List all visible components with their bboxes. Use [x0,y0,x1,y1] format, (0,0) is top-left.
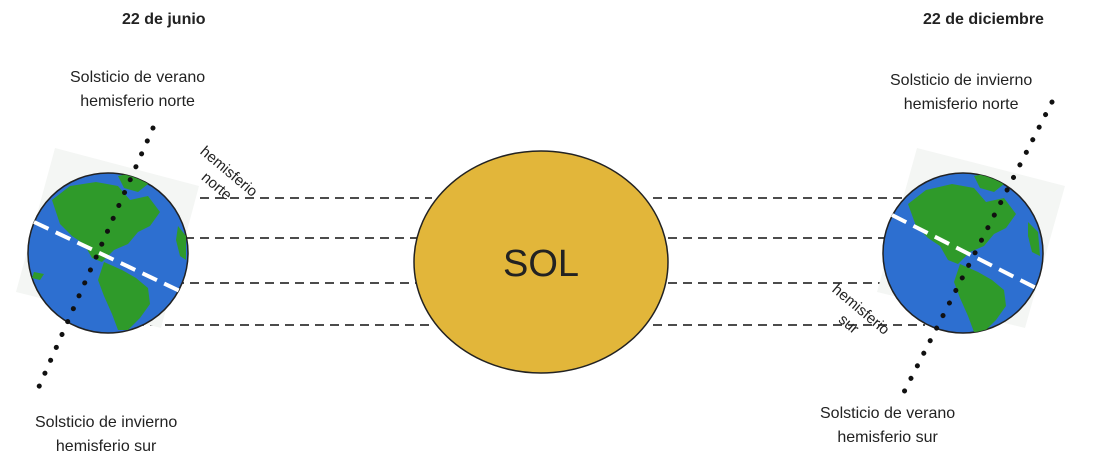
label-line: Solsticio de verano [70,69,206,86]
equator-line [891,213,1039,291]
equator-line [33,220,183,294]
continents [32,173,186,330]
label-summer-solstice-south: Solsticio de verano hemisferio sur [820,402,955,450]
earth-december [877,148,1065,334]
label-line: Solsticio de invierno [890,72,1033,89]
earth-june [16,148,199,334]
label-line: hemisferio norte [903,96,1019,113]
label-line: Solsticio de verano [820,405,956,422]
label-winter-solstice-north: Solsticio de invierno hemisferio norte [890,69,1032,117]
axes [31,99,1055,401]
sun [413,150,669,374]
label-line: hemisferio sur [837,429,938,446]
date-december: 22 de diciembre [923,11,1044,28]
sun-label: SOL [503,243,579,285]
label-line: hemisferio norte [80,93,195,110]
date-june: 22 de junio [122,11,206,28]
earth-axis-december [901,99,1055,395]
label-line: hemisferio sur [55,438,157,455]
label-winter-solstice-south: Solsticio de invierno hemisferio sur [35,411,177,459]
label-summer-solstice-north: Solsticio de verano hemisferio norte [70,66,205,114]
label-line: Solsticio de invierno [35,414,178,431]
